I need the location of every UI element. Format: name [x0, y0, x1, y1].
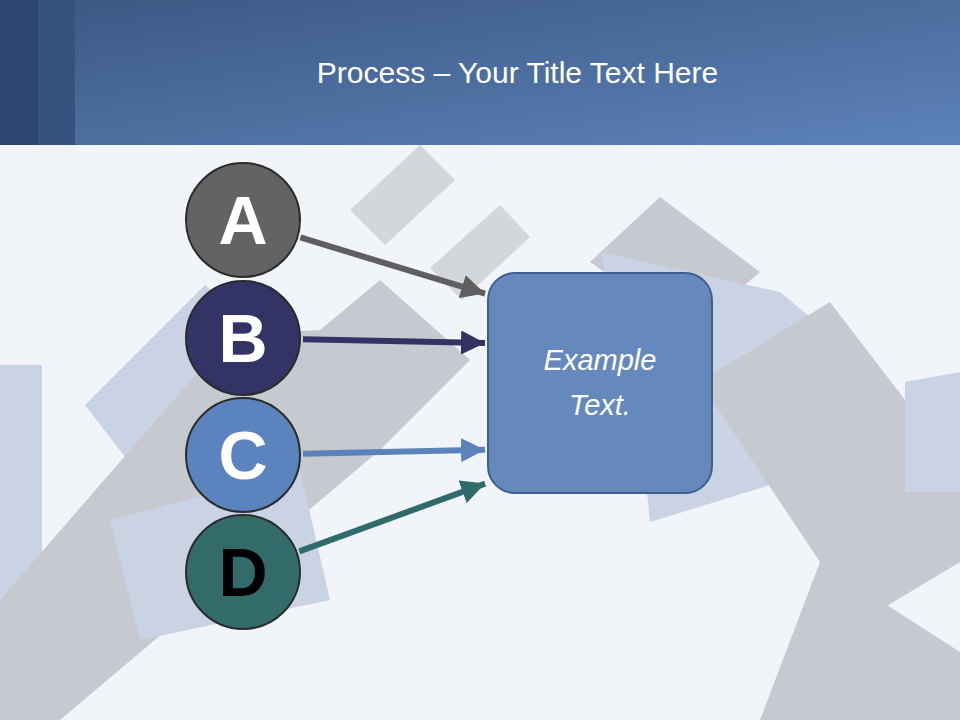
slide-title: Process – Your Title Text Here: [317, 56, 718, 90]
step-circle: C: [185, 397, 301, 513]
handshake-illustration: [0, 145, 960, 720]
process-box: Example Text.: [487, 272, 713, 494]
step-circle: B: [185, 280, 301, 396]
flow-arrow: [303, 339, 485, 343]
step-letter: C: [218, 421, 267, 489]
header-strip: [38, 0, 75, 145]
flow-arrow: [303, 450, 485, 454]
flow-arrow: [299, 484, 485, 552]
step-letter: B: [218, 304, 267, 372]
title-bar: Process – Your Title Text Here: [75, 0, 960, 145]
header-band: [0, 0, 960, 145]
step-letter: D: [218, 538, 267, 606]
right-band: [760, 562, 960, 720]
header-strip: [0, 0, 38, 145]
step-circle: A: [185, 162, 301, 278]
step-circle: D: [185, 514, 301, 630]
step-letter: A: [218, 186, 267, 254]
box-text: Example Text.: [520, 338, 680, 428]
left-hand: [0, 280, 470, 720]
finger: [350, 145, 455, 245]
slide-ground: [0, 145, 960, 720]
flow-arrow: [300, 237, 485, 293]
right-cuff: [905, 372, 960, 492]
